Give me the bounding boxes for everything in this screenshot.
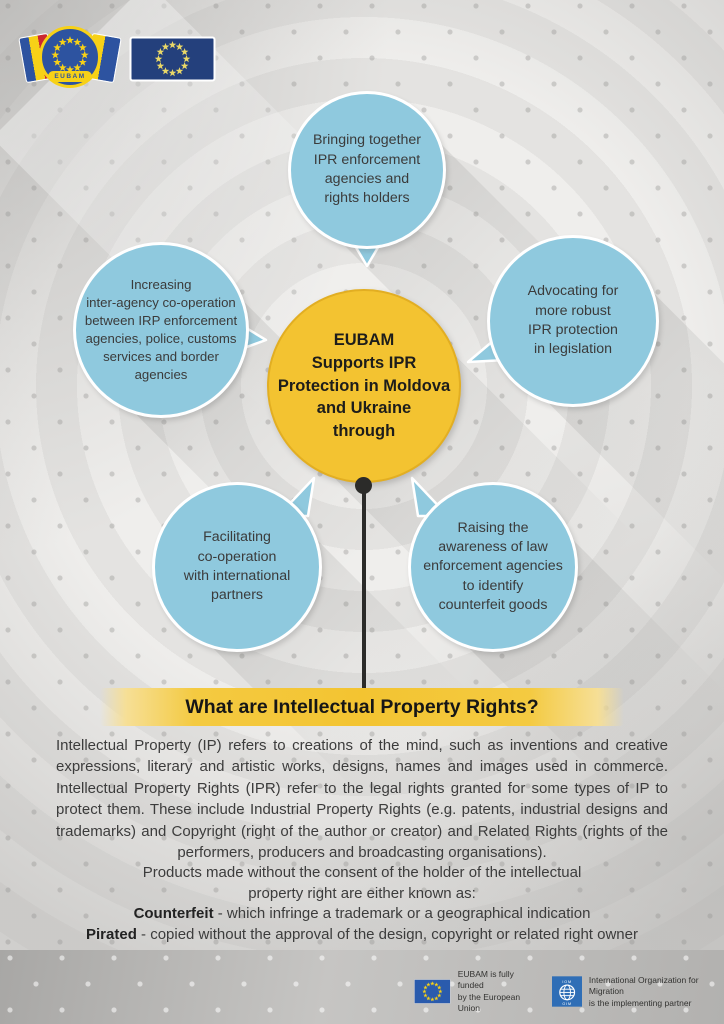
footer-iom-text: International Organization for Migration… bbox=[588, 974, 699, 1008]
bubble-facilitating: Facilitating co-operation with internati… bbox=[152, 482, 322, 652]
bubble-text: Increasing inter-agency co-operation bet… bbox=[84, 277, 238, 382]
bubble-raising-awareness: Raising the awareness of law enforcement… bbox=[408, 482, 578, 652]
definition-counterfeit: Counterfeit - which infringe a trademark… bbox=[30, 904, 694, 925]
ip-definition-paragraph: Intellectual Property (IP) refers to cre… bbox=[56, 737, 668, 862]
center-circle-text: EUBAM Supports IPR Protection in Moldova… bbox=[277, 331, 451, 441]
footer: EUBAM is fully funded by the European Un… bbox=[414, 969, 724, 1015]
eu-flag-small-icon bbox=[414, 979, 451, 1005]
eu-flag-icon bbox=[129, 36, 216, 87]
bubble-text: Bringing together IPR enforcement agenci… bbox=[312, 132, 422, 207]
connector-dot bbox=[355, 477, 372, 494]
counterfeit-term: Counterfeit bbox=[133, 905, 214, 923]
footer-eu-text: EUBAM is fully funded by the European Un… bbox=[457, 969, 521, 1014]
eu-stars-icon: EUBAM bbox=[39, 26, 101, 88]
definitions-intro: Products made without the consent of the… bbox=[142, 864, 582, 902]
bubble-text: Facilitating co-operation with internati… bbox=[183, 529, 291, 604]
definitions-block: Products made without the consent of the… bbox=[30, 863, 694, 946]
bubble-inter-agency-cooperation: Increasing inter-agency co-operation bet… bbox=[73, 242, 249, 418]
bubble-text: Advocating for more robust IPR protectio… bbox=[527, 283, 619, 358]
bubble-advocating: Advocating for more robust IPR protectio… bbox=[487, 235, 659, 407]
center-circle: EUBAM Supports IPR Protection in Moldova… bbox=[267, 289, 461, 483]
definition-pirated: Pirated - copied without the approval of… bbox=[30, 925, 694, 946]
footer-band bbox=[0, 950, 724, 1024]
counterfeit-text: - which infringe a trademark or a geogra… bbox=[213, 905, 591, 923]
bubble-text: Raising the awareness of law enforcement… bbox=[423, 519, 563, 613]
footer-iom-attribution: IOM OIM International Organization for M… bbox=[551, 974, 724, 1009]
eubam-logo-label: EUBAM bbox=[48, 71, 92, 82]
bubble-bringing-together: Bringing together IPR enforcement agenci… bbox=[288, 91, 446, 249]
section-title-banner: What are Intellectual Property Rights? bbox=[100, 688, 624, 726]
footer-eu-attribution: EUBAM is fully funded by the European Un… bbox=[414, 969, 538, 1015]
iom-logo-icon: IOM OIM bbox=[551, 976, 582, 1008]
eubam-logo: EUBAM bbox=[18, 26, 122, 90]
pirated-term: Pirated bbox=[86, 926, 137, 944]
pirated-text: - copied without the approval of the des… bbox=[136, 926, 638, 944]
section-title: What are Intellectual Property Rights? bbox=[185, 695, 539, 718]
svg-text:OIM: OIM bbox=[562, 1002, 572, 1006]
svg-text:IOM: IOM bbox=[562, 980, 572, 984]
connector-line bbox=[362, 455, 366, 692]
